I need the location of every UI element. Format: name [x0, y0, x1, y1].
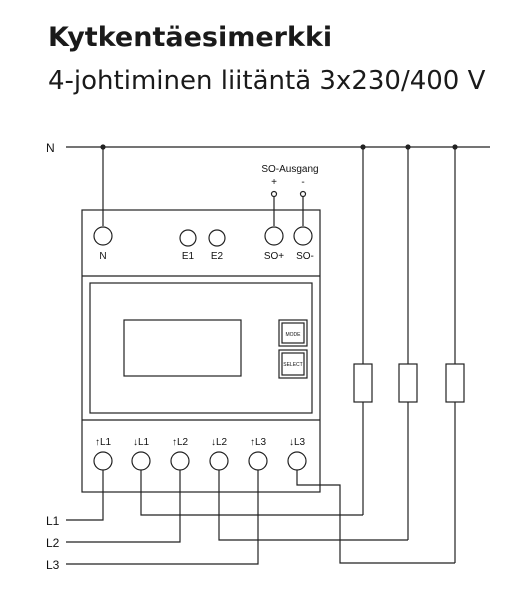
terminal-e2	[208, 229, 226, 247]
l3-supply-wire	[66, 470, 259, 565]
l1-load-wire	[140, 470, 363, 516]
terminal-label-l2-in: ↑L2	[172, 437, 189, 448]
so-minus-terminal-dot	[299, 190, 307, 198]
so-output-title: SO-Ausgang	[261, 164, 318, 175]
terminal-label-l3-out: ↓L3	[289, 437, 306, 448]
select-button	[281, 352, 305, 376]
terminal-label-l2-out: ↓L2	[211, 437, 228, 448]
terminal-e1	[179, 229, 197, 247]
l2-supply-wire	[66, 470, 181, 543]
terminal-label-e2: E2	[211, 251, 224, 262]
so-minus-label: -	[301, 177, 304, 188]
mode-button-label: MODE	[286, 332, 302, 338]
terminal-l2-in	[170, 451, 190, 471]
mode-button	[281, 322, 305, 344]
load-2	[398, 363, 418, 403]
terminal-so-plus	[264, 226, 284, 246]
meter-housing	[81, 209, 321, 493]
neutral-label: N	[46, 141, 55, 155]
terminal-n	[93, 226, 113, 246]
mode-button-frame	[278, 319, 308, 347]
phase-label-l2: L2	[46, 536, 60, 550]
junction-dot	[452, 144, 458, 150]
page-subtitle: 4-johtiminen liitäntä 3x230/400 V	[48, 66, 486, 96]
terminal-l2-out	[209, 451, 229, 471]
select-button-frame	[278, 349, 308, 379]
terminal-label-e1: E1	[182, 251, 195, 262]
terminal-label-l3-in: ↑L3	[250, 437, 267, 448]
terminal-l3-in	[248, 451, 268, 471]
meter-front-panel	[89, 282, 313, 414]
terminal-label-so-minus: SO-	[296, 251, 314, 262]
phase-label-l1: L1	[46, 514, 60, 528]
l2-load-wire	[218, 470, 408, 541]
terminal-l3-out	[287, 451, 307, 471]
junction-dot	[100, 144, 106, 150]
terminal-label-n: N	[99, 251, 106, 262]
terminal-l1-in	[93, 451, 113, 471]
meter-display	[123, 319, 242, 377]
terminal-l1-out	[131, 451, 151, 471]
junction-dot	[405, 144, 411, 150]
terminal-label-so-plus: SO+	[264, 251, 284, 262]
terminal-label-l1-out: ↓L1	[133, 437, 150, 448]
junction-dot	[360, 144, 366, 150]
so-plus-label: +	[271, 177, 277, 188]
phase-label-l3: L3	[46, 558, 60, 572]
load-3	[445, 363, 465, 403]
page-title: Kytkentäesimerkki	[48, 22, 333, 53]
so-plus-terminal-dot	[270, 190, 278, 198]
terminal-label-l1-in: ↑L1	[95, 437, 112, 448]
l3-load-wire	[296, 470, 455, 564]
l1-supply-wire	[66, 470, 104, 521]
terminal-so-minus	[293, 226, 313, 246]
select-button-label: SELECT	[283, 362, 302, 368]
load-1	[353, 363, 373, 403]
